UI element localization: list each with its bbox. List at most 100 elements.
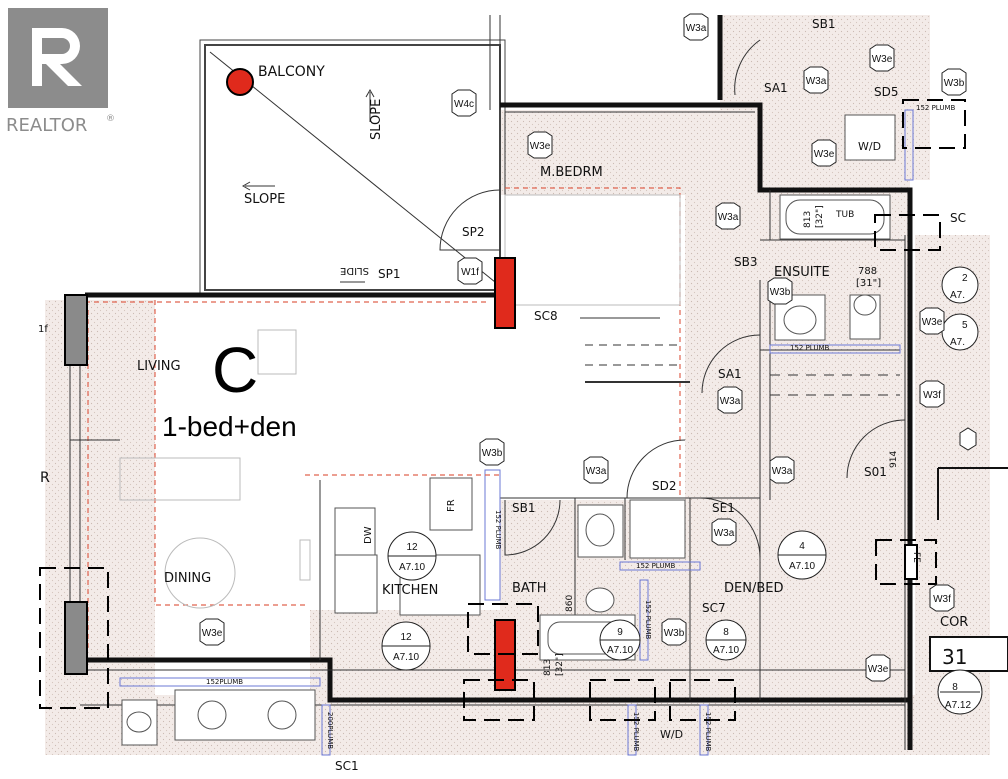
svg-text:SD5: SD5 bbox=[874, 85, 899, 99]
svg-text:W3b: W3b bbox=[664, 628, 685, 639]
svg-text:W3e: W3e bbox=[530, 141, 551, 152]
column-gray-1 bbox=[64, 294, 88, 366]
svg-text:12: 12 bbox=[400, 632, 412, 643]
svg-text:W4c: W4c bbox=[454, 99, 474, 110]
svg-text:SLOPE: SLOPE bbox=[369, 99, 384, 140]
svg-text:W1f: W1f bbox=[461, 267, 479, 278]
unit-type: 1-bed+den bbox=[162, 411, 297, 442]
svg-text:1f: 1f bbox=[38, 324, 48, 335]
svg-text:8: 8 bbox=[723, 627, 729, 638]
room-master: M.BEDRM bbox=[540, 165, 603, 180]
svg-text:914: 914 bbox=[889, 451, 899, 468]
dimension-labels: 813 [32"] 788 [31"] 914 860 813 [32"] 15… bbox=[38, 104, 956, 752]
code-labels: SP1 SP2 SC8 SB1 SA1 SD5 SB3 SA1 S01 SD2 … bbox=[335, 17, 967, 773]
svg-text:R: R bbox=[40, 470, 50, 486]
realtor-wordmark: REALTOR bbox=[6, 115, 87, 136]
room-dining: DINING bbox=[164, 571, 211, 586]
svg-text:200PLUMB: 200PLUMB bbox=[326, 712, 334, 749]
svg-text:W3a: W3a bbox=[806, 76, 827, 87]
svg-text:SP1: SP1 bbox=[378, 267, 401, 281]
svg-text:SLOPE: SLOPE bbox=[244, 192, 285, 207]
svg-text:A7.: A7. bbox=[950, 337, 965, 348]
svg-text:W3b: W3b bbox=[770, 287, 791, 298]
svg-text:SB1: SB1 bbox=[812, 17, 835, 31]
svg-text:S01: S01 bbox=[864, 465, 887, 479]
svg-text:A7.10: A7.10 bbox=[789, 561, 816, 572]
svg-text:152 PLUMB: 152 PLUMB bbox=[632, 712, 640, 752]
svg-text:4: 4 bbox=[799, 541, 805, 552]
unit-letter: C bbox=[212, 334, 258, 406]
svg-text:SB3: SB3 bbox=[734, 255, 757, 269]
svg-text:[32"]: [32"] bbox=[555, 653, 565, 676]
svg-text:SA1: SA1 bbox=[764, 81, 788, 95]
svg-text:SC8: SC8 bbox=[534, 309, 558, 323]
realtor-logo-icon: REALTOR ® bbox=[6, 8, 115, 136]
column-gray-2 bbox=[64, 601, 88, 675]
svg-text:W3a: W3a bbox=[718, 212, 739, 223]
svg-text:W3b: W3b bbox=[944, 78, 965, 89]
svg-text:813: 813 bbox=[543, 659, 553, 676]
svg-text:[32"]: [32"] bbox=[815, 205, 825, 228]
unit-label: C 1-bed+den bbox=[162, 334, 297, 442]
svg-text:W3b: W3b bbox=[482, 448, 503, 459]
svg-text:12: 12 bbox=[406, 542, 418, 553]
svg-text:5: 5 bbox=[962, 320, 968, 331]
svg-text:2: 2 bbox=[962, 273, 968, 284]
balcony-area bbox=[199, 15, 506, 296]
svg-text:SC7: SC7 bbox=[702, 601, 726, 615]
svg-text:152 PLUMB: 152 PLUMB bbox=[494, 510, 502, 550]
svg-text:860: 860 bbox=[565, 595, 575, 612]
svg-text:TUB: TUB bbox=[835, 210, 854, 220]
svg-text:W3e: W3e bbox=[868, 664, 889, 675]
svg-text:A7.10: A7.10 bbox=[607, 645, 634, 656]
svg-text:152 PLUMB: 152 PLUMB bbox=[704, 712, 712, 752]
svg-text:W3a: W3a bbox=[686, 23, 707, 34]
svg-text:SB1: SB1 bbox=[512, 501, 535, 515]
svg-text:813: 813 bbox=[803, 211, 813, 228]
svg-text:W3e: W3e bbox=[922, 317, 943, 328]
svg-text:152 PLUMB: 152 PLUMB bbox=[790, 344, 830, 352]
svg-text:152 PLUMB: 152 PLUMB bbox=[636, 562, 676, 570]
svg-text:SP2: SP2 bbox=[462, 225, 485, 239]
svg-text:A7.10: A7.10 bbox=[393, 652, 420, 663]
svg-text:152PLUMB: 152PLUMB bbox=[206, 678, 243, 686]
unit-number: 31 bbox=[942, 645, 967, 669]
svg-text:SE1: SE1 bbox=[712, 501, 735, 515]
fixtures bbox=[121, 114, 896, 746]
svg-text:W3f: W3f bbox=[933, 594, 951, 605]
svg-text:A7.10: A7.10 bbox=[399, 562, 426, 573]
column-markers bbox=[39, 99, 966, 721]
svg-text:8: 8 bbox=[952, 682, 958, 693]
room-den: DEN/BED bbox=[724, 581, 783, 596]
svg-text:SD2: SD2 bbox=[652, 479, 677, 493]
svg-text:SLIDE: SLIDE bbox=[340, 265, 369, 276]
svg-text:SC1: SC1 bbox=[335, 759, 359, 773]
room-balcony: BALCONY bbox=[258, 64, 325, 80]
svg-text:W3a: W3a bbox=[720, 396, 741, 407]
svg-text:A7.10: A7.10 bbox=[713, 645, 740, 656]
room-bath: BATH bbox=[512, 581, 547, 596]
svg-text:9: 9 bbox=[617, 627, 623, 638]
door-swings bbox=[70, 39, 906, 559]
svg-text:W3f: W3f bbox=[923, 390, 941, 401]
svg-text:W/D: W/D bbox=[660, 728, 683, 741]
svg-text:W3a: W3a bbox=[772, 466, 793, 477]
svg-text:W3a: W3a bbox=[714, 528, 735, 539]
room-ensuite: ENSUITE bbox=[774, 265, 830, 280]
svg-text:SC: SC bbox=[950, 211, 966, 225]
svg-text:152 PLUMB: 152 PLUMB bbox=[916, 104, 956, 112]
svg-text:SA1: SA1 bbox=[718, 367, 742, 381]
column-red-1 bbox=[494, 257, 516, 329]
svg-text:788: 788 bbox=[858, 266, 877, 277]
right-edge bbox=[929, 266, 1008, 715]
svg-text:W3e: W3e bbox=[814, 149, 835, 160]
svg-text:A7.: A7. bbox=[950, 290, 965, 301]
svg-text:FR: FR bbox=[446, 499, 457, 512]
svg-text:DW: DW bbox=[363, 526, 374, 544]
svg-text:[31"]: [31"] bbox=[856, 278, 881, 289]
room-labels: BALCONY SLOPE SLOPE SLIDE M.BEDRM ENSUIT… bbox=[40, 64, 968, 630]
svg-text:W3e: W3e bbox=[202, 628, 223, 639]
area-boundaries bbox=[85, 187, 681, 650]
svg-text:W3a: W3a bbox=[586, 466, 607, 477]
